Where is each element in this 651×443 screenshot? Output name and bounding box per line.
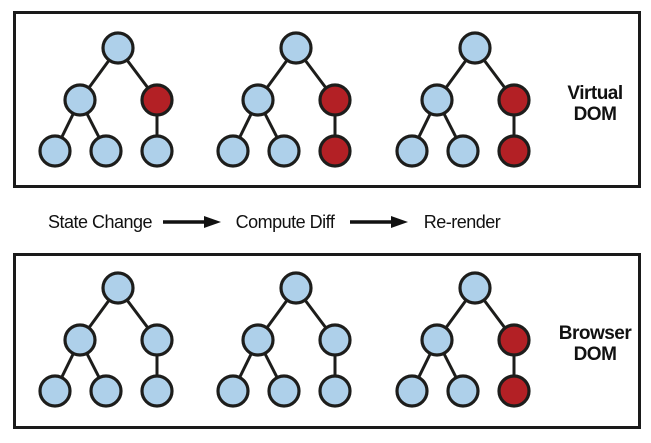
tree-node-left-blue	[420, 323, 454, 357]
tree-node-root-blue	[458, 31, 492, 65]
process-flow: State Change Compute Diff Re-render	[0, 205, 651, 241]
browser-dom-trees-canvas	[38, 271, 531, 408]
tree-node-root-blue	[101, 31, 135, 65]
tree-node-rc-red	[497, 374, 531, 408]
tree-node-ll-blue	[395, 374, 429, 408]
arrow-right-icon	[350, 216, 408, 228]
tree-node-root-blue	[101, 271, 135, 305]
tree-node-ll-blue	[216, 134, 250, 168]
tree-node-right-red	[497, 83, 531, 117]
virtual-dom-label: Virtual DOM	[567, 83, 623, 125]
tree-node-right-blue	[318, 323, 352, 357]
virtual-dom-panel: Virtual DOM	[13, 11, 641, 188]
tree-node-lr-blue	[89, 134, 123, 168]
tree-node-left-blue	[241, 83, 275, 117]
tree-node-rc-red	[497, 134, 531, 168]
tree-node-rc-red	[318, 134, 352, 168]
tree-node-right-blue	[140, 323, 174, 357]
tree-node-left-blue	[63, 323, 97, 357]
tree-node-lr-blue	[446, 374, 480, 408]
tree-node-root-blue	[279, 31, 313, 65]
tree-node-lr-blue	[267, 134, 301, 168]
tree-node-left-blue	[241, 323, 275, 357]
flow-step-state-change: State Change	[47, 212, 153, 232]
tree-node-root-blue	[458, 271, 492, 305]
tree-node-ll-blue	[395, 134, 429, 168]
flow-step-re-render: Re-render	[423, 212, 501, 232]
tree-node-ll-blue	[38, 374, 72, 408]
tree-node-lr-blue	[446, 134, 480, 168]
tree-node-lr-blue	[89, 374, 123, 408]
tree-node-right-red	[140, 83, 174, 117]
tree-node-lr-blue	[267, 374, 301, 408]
browser-dom-label: Browser DOM	[558, 323, 632, 365]
flow-step-compute-diff: Compute Diff	[235, 212, 335, 232]
tree-node-right-red	[497, 323, 531, 357]
browser-dom-panel: Browser DOM	[13, 253, 641, 429]
tree-node-ll-blue	[216, 374, 250, 408]
virtual-dom-trees-canvas	[38, 31, 531, 168]
tree-node-left-blue	[420, 83, 454, 117]
tree-node-right-red	[318, 83, 352, 117]
tree-node-rc-blue	[318, 374, 352, 408]
arrow-right-icon	[163, 216, 221, 228]
tree-node-root-blue	[279, 271, 313, 305]
tree-node-left-blue	[63, 83, 97, 117]
tree-node-rc-blue	[140, 134, 174, 168]
tree-node-ll-blue	[38, 134, 72, 168]
tree-node-rc-blue	[140, 374, 174, 408]
